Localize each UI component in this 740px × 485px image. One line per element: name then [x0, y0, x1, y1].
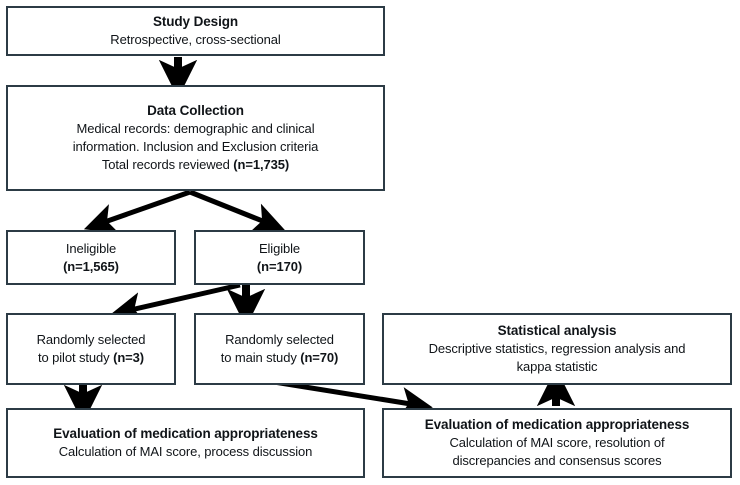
node-main-study-line1: Randomly selected: [225, 332, 334, 347]
node-study-design-title: Study Design: [152, 14, 239, 29]
node-pilot-study-line1: Randomly selected: [36, 332, 146, 347]
node-main-study-line2: to main study (n=70): [221, 349, 339, 367]
node-pilot-study-line2: to pilot study (n=3): [38, 349, 144, 367]
arrow-data-collection-to-ineligible: [83, 189, 191, 234]
node-data-collection-line3-text: Total records reviewed: [101, 157, 234, 172]
node-ineligible-count-value: (n=1,565): [63, 258, 119, 274]
node-evaluation-left-title: Evaluation of medication appropriateness: [53, 426, 318, 441]
node-main-study-count: (n=70): [300, 350, 339, 365]
node-data-collection-count: (n=1,735): [233, 157, 290, 172]
arrow-eligible-to-pilot-study: [110, 282, 241, 323]
node-evaluation-left[interactable]: Evaluation of medication appropriateness…: [6, 408, 365, 478]
node-evaluation-right-line1: Calculation of MAI score, resolution of: [449, 435, 665, 450]
node-pilot-study[interactable]: Randomly selected to pilot study (n=3): [6, 313, 176, 385]
node-main-study-line2-text: to main study: [220, 350, 301, 365]
node-study-design-line1: Retrospective, cross-sectional: [110, 32, 281, 47]
node-ineligible-label: Ineligible: [65, 240, 117, 256]
node-data-collection-line2: information. Inclusion and Exclusion cri…: [72, 139, 319, 154]
node-evaluation-right-title: Evaluation of medication appropriateness: [424, 417, 690, 432]
node-statistical-analysis[interactable]: Statistical analysis Descriptive statist…: [382, 313, 732, 385]
node-evaluation-left-line1: Calculation of MAI score, process discus…: [58, 444, 313, 459]
node-data-collection-line1: Medical records: demographic and clinica…: [76, 121, 315, 136]
arrow-main-study-to-evaluation-right: [273, 379, 433, 418]
node-pilot-study-line2-text: to pilot study: [37, 350, 114, 365]
arrow-data-collection-to-eligible: [189, 189, 285, 233]
node-data-collection-title: Data Collection: [147, 103, 244, 118]
node-eligible[interactable]: Eligible (n=170): [194, 230, 365, 285]
node-ineligible[interactable]: Ineligible (n=1,565): [6, 230, 176, 285]
node-statistical-analysis-title: Statistical analysis: [497, 323, 617, 338]
node-statistical-analysis-line2: kappa statistic: [516, 359, 598, 374]
node-evaluation-right-line2: discrepancies and consensus scores: [452, 453, 662, 468]
node-statistical-analysis-line1: Descriptive statistics, regression analy…: [428, 341, 686, 356]
node-eligible-label: Eligible: [258, 240, 301, 256]
node-main-study[interactable]: Randomly selected to main study (n=70): [194, 313, 365, 385]
node-eligible-count: (n=170): [257, 258, 302, 276]
node-study-design[interactable]: Study Design Retrospective, cross-sectio…: [6, 6, 385, 56]
node-evaluation-right[interactable]: Evaluation of medication appropriateness…: [382, 408, 732, 478]
node-eligible-count-value: (n=170): [256, 258, 303, 274]
node-pilot-study-count: (n=3): [113, 350, 145, 365]
node-ineligible-count: (n=1,565): [63, 258, 119, 276]
node-data-collection-line3: Total records reviewed (n=1,735): [102, 156, 289, 174]
node-data-collection[interactable]: Data Collection Medical records: demogra…: [6, 85, 385, 191]
